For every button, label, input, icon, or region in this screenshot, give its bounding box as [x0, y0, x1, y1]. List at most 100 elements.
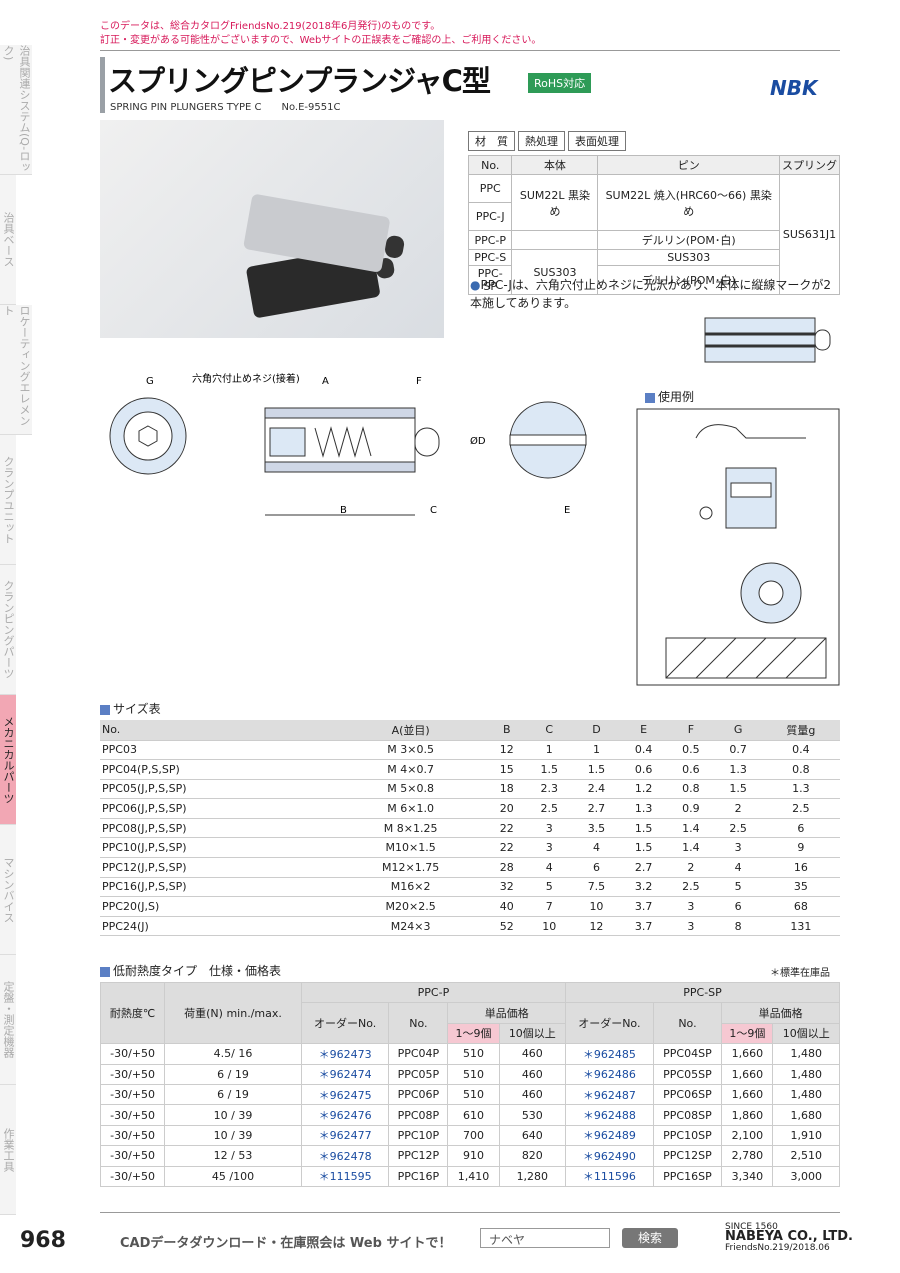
price-cell: 1,480: [772, 1063, 840, 1085]
price-cell: 700: [447, 1124, 500, 1147]
price-cell: ＊962487: [565, 1083, 654, 1106]
price-cell: ＊962475: [300, 1083, 390, 1106]
size-header: C: [525, 720, 573, 741]
sidebar-tab[interactable]: 治具関連システム(Q-ロック): [0, 45, 32, 175]
price-cell: 1,660: [721, 1043, 774, 1065]
catalog-ref: FriendsNo.219/2018.06: [725, 1243, 830, 1253]
price-cell: 6 / 19: [164, 1063, 302, 1085]
price-header: No.: [388, 1002, 449, 1045]
search-input[interactable]: ナベヤ: [480, 1228, 610, 1248]
size-cell: M 4×0.7: [333, 759, 488, 780]
size-cell: 2: [667, 857, 715, 878]
sidebar-tab[interactable]: メカニカルパーツ: [0, 695, 16, 825]
mat-cell: SUS303: [597, 249, 780, 266]
price-cell: 1,480: [772, 1083, 840, 1106]
price-cell: ＊962488: [565, 1104, 654, 1126]
price-cell: -30/+50: [99, 1063, 166, 1085]
size-heading: サイズ表: [100, 700, 161, 717]
price-cell: 610: [447, 1104, 500, 1126]
size-cell: 0.9: [667, 798, 715, 819]
search-button[interactable]: 検索: [622, 1228, 678, 1248]
price-header: 1～9個: [447, 1022, 500, 1045]
price-header: PPC-P: [300, 981, 567, 1004]
cad-text: CADデータダウンロード・在庫照会は Web サイトで！: [120, 1236, 452, 1251]
size-cell: 2: [714, 798, 762, 819]
price-cell: 10 / 39: [164, 1104, 302, 1126]
mat-cell: PPC: [467, 174, 513, 203]
title-bar: [100, 57, 105, 113]
size-cell: M 3×0.5: [333, 740, 488, 761]
mat-header: No.: [467, 155, 513, 175]
size-cell: 40: [487, 896, 526, 917]
price-cell: 510: [447, 1063, 500, 1085]
size-cell: PPC06(J,P,S,SP): [100, 798, 334, 819]
price-cell: -30/+50: [99, 1145, 166, 1167]
usage-title: 使用例: [658, 390, 695, 404]
price-cell: ＊962476: [300, 1104, 390, 1126]
rohs-badge: RoHS対応: [528, 73, 592, 93]
size-cell: 52: [487, 916, 526, 937]
size-cell: 10: [525, 916, 573, 937]
size-cell: M12×1.75: [333, 857, 488, 878]
price-cell: 1,480: [772, 1043, 840, 1065]
price-cell: PPC08SP: [652, 1104, 723, 1126]
size-cell: 3: [667, 916, 715, 937]
sidebar-tab[interactable]: 治具ベース: [0, 175, 16, 305]
price-cell: 510: [447, 1083, 500, 1106]
sidebar-tab[interactable]: クランプユニット: [0, 435, 16, 565]
size-cell: 1.4: [667, 837, 715, 859]
size-cell: 4: [525, 857, 573, 878]
size-cell: 2.5: [761, 798, 840, 819]
page-number: 968: [20, 1228, 66, 1253]
size-cell: 1.5: [572, 759, 621, 780]
size-cell: 12: [487, 740, 526, 761]
size-cell: M 6×1.0: [333, 798, 488, 819]
size-header: E: [620, 720, 668, 741]
size-cell: 2.4: [572, 779, 621, 800]
mat-cell: SUM22L 黒染め: [511, 174, 599, 231]
size-cell: 2.3: [525, 779, 573, 800]
price-cell: -30/+50: [99, 1165, 166, 1187]
size-cell: 1: [525, 740, 573, 761]
sidebar-tab[interactable]: クランピングパーツ: [0, 565, 16, 695]
size-cell: 3.7: [620, 896, 668, 917]
sidebar-tab[interactable]: 作業工具: [0, 1085, 16, 1215]
mat-cell: SUS631J1: [778, 174, 841, 295]
size-cell: 0.5: [667, 740, 715, 761]
mat-header: ピン: [597, 155, 780, 175]
product-photo: [100, 120, 444, 338]
dimension-drawing: G 六角穴付止めネジ(接着) A F B C ØD E: [109, 372, 587, 516]
label-f: F: [416, 376, 422, 387]
size-cell: 1.3: [620, 798, 668, 819]
section-marker-icon: [100, 704, 110, 715]
price-cell: 6 / 19: [164, 1083, 302, 1106]
price-cell: PPC12P: [388, 1145, 449, 1167]
price-cell: PPC10SP: [652, 1124, 723, 1147]
sidebar-tab[interactable]: 定盤・測定機器: [0, 955, 16, 1085]
sidebar-tab[interactable]: ロケーティングエレメント: [0, 305, 32, 435]
size-cell: 6: [714, 896, 762, 917]
size-cell: 2.7: [620, 857, 668, 878]
size-cell: 20: [487, 798, 526, 819]
size-cell: 1.5: [714, 779, 762, 800]
price-cell: ＊962489: [565, 1124, 654, 1147]
size-cell: 6: [761, 818, 840, 839]
size-cell: M16×2: [333, 877, 488, 898]
size-cell: 0.7: [714, 740, 762, 761]
size-cell: PPC12(J,P,S,SP): [100, 857, 334, 878]
price-cell: PPC16SP: [652, 1165, 723, 1187]
size-cell: PPC10(J,P,S,SP): [100, 837, 334, 859]
tag-material: 材 質: [468, 131, 515, 151]
price-cell: 1,680: [772, 1104, 840, 1126]
sidebar-tab[interactable]: マシンバイス: [0, 825, 16, 955]
section-marker-icon: [100, 966, 110, 977]
